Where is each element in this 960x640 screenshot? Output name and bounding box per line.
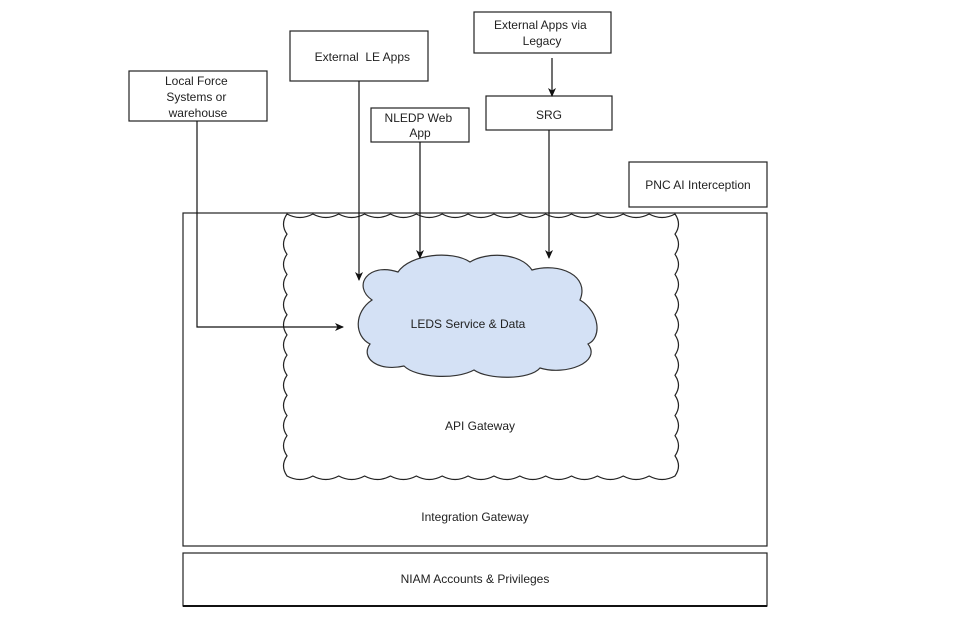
external-le-apps-box[interactable] [289, 30, 429, 82]
external-le-apps-node[interactable]: External LE Apps [289, 30, 429, 82]
local-force-box[interactable] [128, 70, 268, 122]
nledp-web-app-node[interactable]: NLEDP Web App [370, 107, 470, 143]
edge-local-force-to-leds [196, 121, 344, 331]
niam-box[interactable] [182, 552, 768, 607]
nledp-web-app-box[interactable] [370, 107, 470, 143]
pnc-ai-interception-label: PNC AI Interception [645, 178, 750, 192]
niam-label: NIAM Accounts & Privileges [401, 572, 550, 586]
leds-cloud-node[interactable]: LEDS Service & Data [357, 254, 598, 378]
srg-label: SRG [536, 108, 562, 122]
external-apps-legacy-node[interactable]: External Apps via Legacy [473, 11, 612, 54]
local-force-label: Local Force Systems or warehouse [165, 74, 231, 120]
local-force-node[interactable]: Local Force Systems or warehouse [128, 70, 268, 122]
nledp-web-app-label: NLEDP Web App [385, 111, 456, 140]
external-le-apps-label: External LE Apps [291, 50, 426, 64]
external-apps-legacy-box[interactable] [473, 11, 612, 54]
leds-cloud-label: LEDS Service & Data [411, 317, 526, 331]
srg-node[interactable]: SRG [485, 95, 613, 131]
integration-gateway-label: Integration Gateway [421, 510, 528, 524]
external-apps-legacy-label: External Apps via Legacy [494, 18, 590, 48]
pnc-ai-interception-box[interactable] [628, 161, 768, 208]
pnc-ai-interception-node[interactable]: PNC AI Interception [628, 161, 768, 208]
leds-cloud-shape[interactable] [357, 254, 598, 378]
niam-container[interactable]: NIAM Accounts & Privileges [182, 552, 768, 607]
api-gateway-label: API Gateway [445, 419, 515, 433]
srg-box[interactable] [485, 95, 613, 131]
